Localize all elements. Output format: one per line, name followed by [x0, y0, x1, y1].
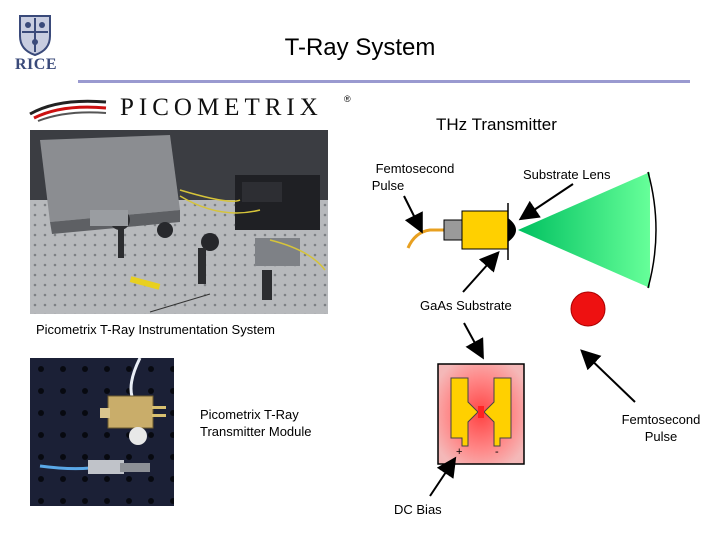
fiber-cable [406, 228, 446, 249]
rice-shield-icon [18, 14, 52, 56]
picometrix-banner: PICOMETRIX ® [24, 92, 354, 126]
substrate-lens-icon [508, 218, 516, 242]
minus-label: - [495, 446, 499, 458]
laser-spot [570, 291, 606, 327]
arrow-gaas-substrate [462, 251, 500, 293]
thz-beam [518, 172, 650, 288]
module-caption-line2: Transmitter Module [200, 424, 312, 439]
femtosecond-pulse-top-line2: Pulse [371, 178, 405, 193]
swoosh-icon [28, 96, 108, 122]
antenna-right [483, 377, 512, 447]
emitter-block [461, 210, 509, 250]
femtosecond-pulse-right-line2: Pulse [644, 429, 678, 444]
rice-logo-text: RICE [14, 56, 57, 73]
arrow-to-chip [463, 322, 484, 360]
title-divider [78, 80, 690, 83]
arrow-substrate-lens [518, 183, 574, 221]
registered-icon: ® [344, 94, 351, 104]
antenna-gap [478, 406, 484, 418]
instrumentation-system-photo [30, 130, 328, 314]
femtosecond-pulse-top-line1: Femtosecond [375, 161, 455, 176]
arrow-femtosecond-pulse [403, 195, 423, 234]
system-caption: Picometrix T-Ray Instrumentation System [36, 322, 275, 337]
module-caption-line1: Picometrix T-Ray [200, 407, 299, 422]
fiber-connector [443, 219, 463, 241]
page-title: T-Ray System [284, 34, 436, 61]
substrate-lens-label: Substrate Lens [523, 167, 611, 182]
plus-label: + [456, 446, 463, 458]
arrow-dc-bias [429, 456, 457, 497]
thz-transmitter-title: THz Transmitter [436, 115, 557, 134]
antenna-left [450, 377, 479, 447]
beam-front [647, 171, 657, 289]
picometrix-brand: PICOMETRIX [120, 94, 323, 121]
gaas-substrate-label: GaAs Substrate [420, 298, 512, 313]
dc-bias-label: DC Bias [394, 502, 442, 517]
arrow-femtosecond-pulse-right [580, 349, 636, 403]
transmitter-module-photo [30, 358, 174, 506]
femtosecond-pulse-right-line1: Femtosecond [621, 412, 701, 427]
